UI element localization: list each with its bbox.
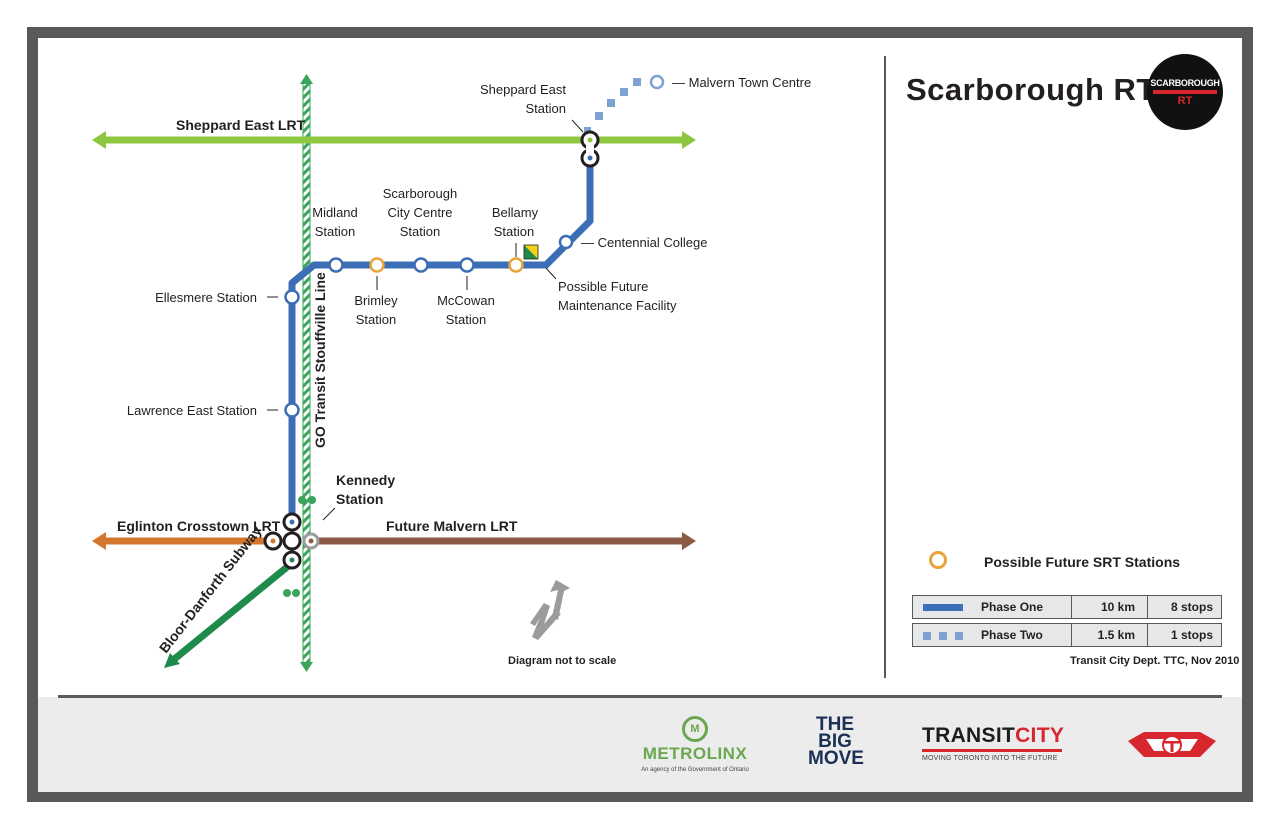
go-transit-line [300,74,313,672]
phase-stops: 8 stops [1147,595,1222,619]
midland-label-2: Station [315,224,355,239]
midland-label-1: Midland [312,205,358,220]
transitcity-wordmark: TRANSITCITY [922,724,1065,748]
phase-two-extension [584,78,641,134]
station-malvern-town-centre[interactable] [649,74,665,90]
maintenance-facility-icon [523,244,539,260]
phase-distance: 10 km [1071,595,1147,619]
big-move-logo[interactable]: THE BIG MOVE [808,714,864,769]
malvern-lrt-label: Future Malvern LRT [386,518,518,534]
transitcity-a: TRANSIT [922,724,1016,747]
credit-line: Transit City Dept. TTC, Nov 2010 [1070,655,1240,667]
bigmove-line-2: BIG [818,731,852,752]
station-bellamy[interactable] [508,257,524,273]
station-brimley[interactable] [369,257,385,273]
sheppard-lrt-label: Sheppard East LRT [176,117,306,133]
kennedy-label-2: Station [336,491,383,507]
transitcity-b: CITY [1015,724,1065,747]
sheppard-east-label-1: Sheppard East [480,82,566,97]
phase-name: Phase Two [981,628,1043,642]
brimley-label-1: Brimley [354,293,398,308]
footer-band [38,697,1242,792]
logo-bar [1153,90,1217,94]
station-mccowan[interactable] [459,257,475,273]
centennial-college-label: — Centennial College [581,235,707,250]
future-station-legend-label: Possible Future SRT Stations [984,554,1181,570]
eglinton-lrt-label: Eglinton Crosstown LRT [117,518,281,534]
malvern-lrt-line [310,532,696,550]
bellamy-label-2: Station [494,224,534,239]
brimley-label-2: Station [356,312,396,327]
bigmove-line-1: THE [816,714,854,735]
ellesmere-label: Ellesmere Station [155,290,257,305]
logo-line-2: RT [1177,95,1193,107]
kennedy-label-1: Kennedy [336,472,395,488]
phase-two-swatch [923,631,963,640]
map-card [38,38,1242,792]
logo-line-1: SCARBOROUGH [1150,78,1220,88]
scale-note: Diagram not to scale [508,655,617,667]
phase-one-swatch [923,604,963,612]
malvern-town-centre-label: — Malvern Town Centre [672,75,811,90]
station-scarborough-city-centre[interactable] [413,257,429,273]
go-station-icon [283,496,316,597]
phase-name-cell: Phase One [912,595,1071,619]
station-ellesmere[interactable] [284,289,300,305]
maintenance-label-2: Maintenance Facility [558,298,677,313]
bigmove-line-3: MOVE [808,748,864,769]
kennedy-interchange-icon[interactable] [263,512,320,570]
phase-stops: 1 stops [1147,623,1222,647]
metrolinx-name: METROLINX [642,744,748,763]
ttc-logo-icon[interactable] [1126,727,1218,763]
footer-rule [58,695,1222,698]
leader-lines [267,119,584,521]
scarborough-cc-label-3: Station [400,224,440,239]
page-title: Scarborough RT [906,72,1156,107]
phase-name: Phase One [981,600,1044,614]
eglinton-lrt-line [92,532,275,550]
station-centennial-college[interactable] [558,234,574,250]
transitcity-tagline: MOVING TORONTO INTO THE FUTURE [922,755,1058,762]
station-midland[interactable] [328,257,344,273]
table-row: Phase One 10 km 8 stops [912,595,1222,619]
go-line-label: GO Transit Stouffville Line [312,272,328,448]
table-row: Phase Two 1.5 km 1 stops [912,623,1222,647]
scarborough-cc-label-2: City Centre [387,205,452,220]
phase-distance: 1.5 km [1071,623,1147,647]
lawrence-east-label: Lawrence East Station [127,403,257,418]
metrolinx-logo[interactable]: M METROLINX An agency of the Government … [640,716,750,773]
maintenance-label-1: Possible Future [558,279,648,294]
phase-table: Phase One 10 km 8 stops Phase Two 1.5 km… [912,591,1222,651]
srt-phase-one-line [288,158,594,520]
bloor-danforth-subway-line [164,560,295,668]
scarborough-cc-label-1: Scarborough [383,186,457,201]
transit-city-logo[interactable]: TRANSITCITY MOVING TORONTO INTO THE FUTU… [922,724,1065,762]
mccowan-label-1: McCowan [437,293,495,308]
sheppard-east-label-2: Station [526,101,566,116]
scarborough-rt-logo: SCARBOROUGH RT [1147,54,1223,130]
station-lawrence-east[interactable] [284,402,300,418]
phase-name-cell: Phase Two [912,623,1071,647]
sheppard-lrt-line [92,131,696,149]
mccowan-label-2: Station [446,312,486,327]
panel-divider [884,56,886,678]
metrolinx-sub: An agency of the Government of Ontario [641,767,749,773]
bellamy-label-1: Bellamy [492,205,539,220]
transitcity-rule [922,749,1062,752]
sheppard-interchange-icon[interactable] [580,130,600,168]
future-station-legend-icon [929,551,947,569]
metrolinx-mark-icon: M [682,716,708,742]
north-arrow-icon [530,580,570,640]
